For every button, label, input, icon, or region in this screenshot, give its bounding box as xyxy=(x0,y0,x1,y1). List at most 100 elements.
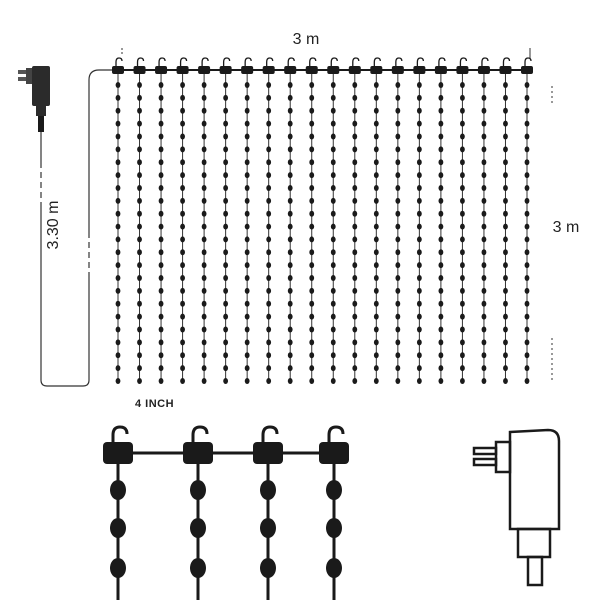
bulb-icon xyxy=(201,287,207,294)
bulb-icon xyxy=(137,352,142,359)
bulb-icon xyxy=(137,210,142,217)
bulb-icon xyxy=(460,184,465,191)
bulb-icon xyxy=(330,107,336,114)
bulb-icon xyxy=(115,236,121,243)
bulb-icon xyxy=(223,339,229,346)
bulb-icon xyxy=(201,223,207,230)
hook-icon xyxy=(115,57,123,66)
light-strand xyxy=(219,57,232,384)
bulb-icon xyxy=(395,300,401,307)
bulb-icon xyxy=(503,210,508,217)
bulb-icon xyxy=(115,287,121,294)
bulb-icon xyxy=(180,120,185,127)
bulb-icon xyxy=(352,82,358,88)
bulb-icon xyxy=(395,378,401,384)
connector-block xyxy=(327,66,340,74)
bulb-icon xyxy=(223,172,229,179)
bulb-icon xyxy=(373,223,379,230)
connector-block xyxy=(262,66,275,74)
bulb-icon xyxy=(115,133,121,140)
bulb-icon xyxy=(244,352,250,359)
hook-icon xyxy=(244,57,252,66)
bulb-icon xyxy=(158,210,164,217)
bulb-icon xyxy=(481,313,487,320)
bulb-icon xyxy=(416,365,422,372)
light-strand xyxy=(284,57,297,384)
bulb-icon xyxy=(524,210,530,217)
bulb-icon xyxy=(201,159,207,166)
bulb-icon xyxy=(395,82,401,88)
bulb-icon xyxy=(287,365,293,372)
bulb-icon xyxy=(460,339,465,346)
bulb-icon xyxy=(481,184,487,191)
bulb-icon xyxy=(180,184,185,191)
bulb-icon xyxy=(158,82,164,88)
hook-icon xyxy=(287,57,295,66)
bulb-icon xyxy=(416,133,422,140)
bulb-icon xyxy=(330,326,336,333)
bulb-icon xyxy=(309,365,315,372)
bulb-icon xyxy=(115,365,121,372)
bulb-icon xyxy=(244,172,250,179)
bulb-icon xyxy=(110,480,126,500)
bulb-icon xyxy=(309,197,315,204)
bulb-icon xyxy=(287,326,293,333)
bulb-icon xyxy=(460,275,465,282)
bulb-icon xyxy=(115,107,121,114)
bulb-icon xyxy=(244,300,250,307)
light-strand xyxy=(370,57,383,384)
bulb-icon xyxy=(223,236,229,243)
bulb-icon xyxy=(460,300,465,307)
bulb-icon xyxy=(373,326,379,333)
bulb-icon xyxy=(180,236,185,243)
bulb-icon xyxy=(309,210,315,217)
bulb-icon xyxy=(481,94,487,101)
bulb-icon xyxy=(287,249,293,256)
bulb-icon xyxy=(524,275,530,282)
bulb-icon xyxy=(416,236,422,243)
light-strand xyxy=(477,57,490,384)
bulb-icon xyxy=(352,249,358,256)
bulb-icon xyxy=(223,352,229,359)
bulb-icon xyxy=(137,94,142,101)
bulb-icon xyxy=(309,339,315,346)
bulb-icon xyxy=(503,82,508,88)
bulb-icon xyxy=(115,352,121,359)
bulb-icon xyxy=(180,249,185,256)
bulb-icon xyxy=(503,262,508,269)
cable-length-label: 3.30 m xyxy=(45,201,62,250)
bulb-icon xyxy=(287,275,293,282)
connector-block xyxy=(348,66,361,74)
bulb-icon xyxy=(395,210,401,217)
bulb-icon xyxy=(395,223,401,230)
bulb-icon xyxy=(438,159,444,166)
bulb-icon xyxy=(330,287,336,294)
bulb-icon xyxy=(190,518,206,538)
bulb-icon xyxy=(223,184,229,191)
bulb-icon xyxy=(137,275,142,282)
detail-strand xyxy=(103,425,133,600)
bulb-icon xyxy=(481,210,487,217)
bulb-icon xyxy=(481,275,487,282)
bulb-icon xyxy=(158,249,164,256)
bulb-icon xyxy=(223,365,229,372)
bulb-icon xyxy=(180,197,185,204)
bulb-icon xyxy=(266,275,272,282)
bulb-icon xyxy=(115,210,121,217)
bulb-icon xyxy=(309,133,315,140)
bulb-icon xyxy=(438,146,444,153)
bulb-icon xyxy=(266,120,272,127)
bulb-icon xyxy=(158,120,164,127)
bulb-icon xyxy=(481,352,487,359)
bulb-icon xyxy=(309,352,315,359)
bulb-icon xyxy=(373,300,379,307)
bulb-icon xyxy=(352,133,358,140)
light-strand xyxy=(262,57,275,384)
bulb-icon xyxy=(244,339,250,346)
bulb-icon xyxy=(373,378,379,384)
bulb-icon xyxy=(395,275,401,282)
bulb-icon xyxy=(330,210,336,217)
bulb-icon xyxy=(201,378,207,384)
bulb-icon xyxy=(438,107,444,114)
bulb-icon xyxy=(395,120,401,127)
